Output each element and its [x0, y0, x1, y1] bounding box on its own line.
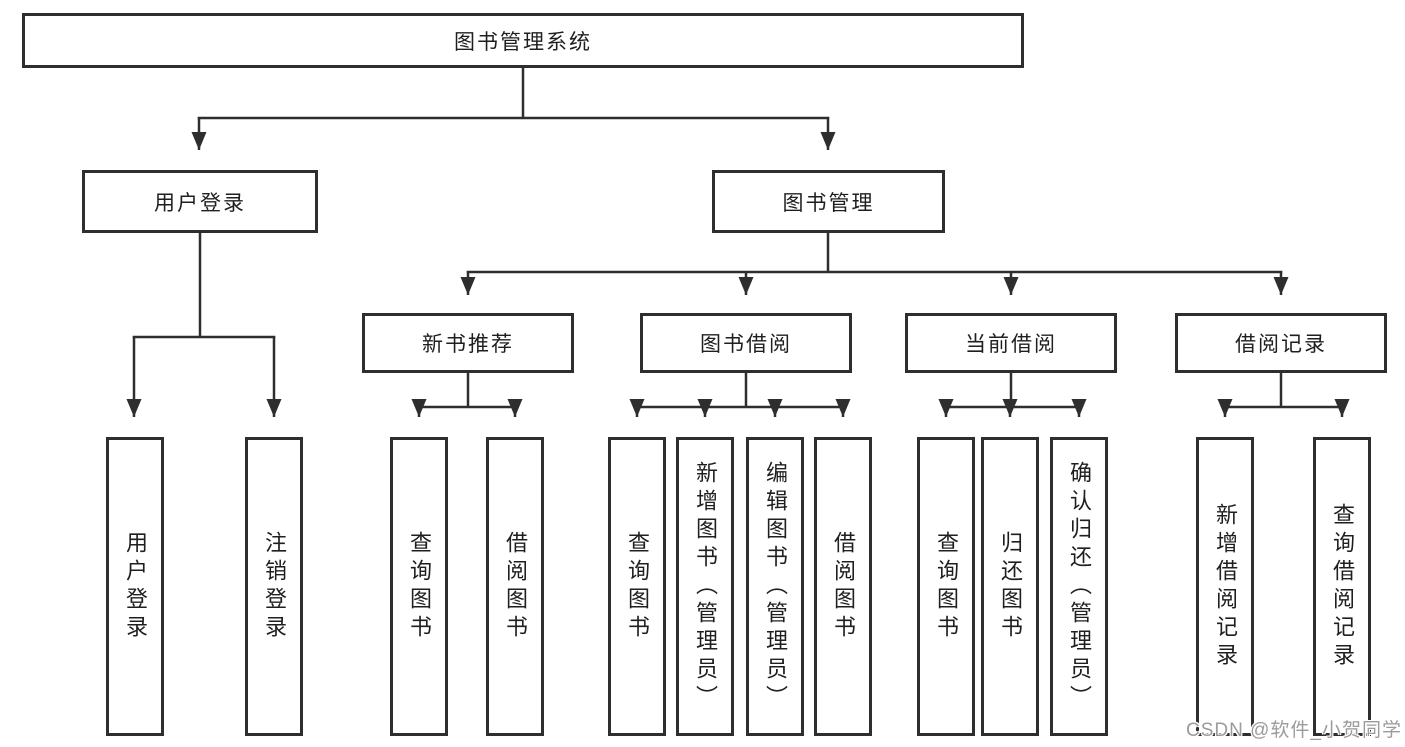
leaf-label: 归还图书 — [998, 530, 1023, 643]
leaf-label: 注销登录 — [262, 530, 287, 643]
node-label: 当前借阅 — [965, 333, 1057, 356]
leaf-label: 借阅图书 — [503, 530, 528, 643]
leaf-query-borrow-record: 查询借阅记录 — [1313, 437, 1371, 736]
node-borrowing-records: 借阅记录 — [1175, 313, 1387, 373]
node-user-login: 用户登录 — [82, 170, 318, 233]
node-library-management-system: 图书管理系统 — [22, 13, 1024, 68]
leaf-query-books-recommend: 查询图书 — [390, 437, 448, 736]
leaf-label: 查询图书 — [625, 530, 650, 643]
node-label: 图书管理 — [782, 191, 875, 215]
leaf-label: 用户登录 — [123, 530, 148, 643]
leaf-label: 编辑图书（管理员） — [763, 460, 788, 713]
leaf-confirm-return-admin: 确认归还（管理员） — [1050, 437, 1108, 736]
leaf-query-books-borrow: 查询图书 — [608, 437, 666, 736]
node-label: 借阅记录 — [1235, 333, 1327, 356]
node-label: 图书管理系统 — [454, 30, 592, 54]
node-current-borrowing: 当前借阅 — [905, 313, 1117, 373]
leaf-add-borrow-record: 新增借阅记录 — [1196, 437, 1254, 736]
leaf-label: 新增图书（管理员） — [693, 460, 718, 713]
leaf-borrow-books: 借阅图书 — [814, 437, 872, 736]
leaf-label: 确认归还（管理员） — [1067, 460, 1092, 713]
node-label: 用户登录 — [154, 191, 246, 215]
leaf-borrow-books-recommend: 借阅图书 — [486, 437, 544, 736]
node-label: 图书借阅 — [700, 333, 792, 356]
leaf-label: 查询借阅记录 — [1330, 502, 1355, 671]
node-book-management: 图书管理 — [712, 170, 945, 233]
leaf-user-login: 用户登录 — [106, 437, 164, 736]
leaf-label: 查询图书 — [407, 530, 432, 643]
leaf-query-books-current: 查询图书 — [917, 437, 975, 736]
leaf-label: 新增借阅记录 — [1213, 502, 1238, 671]
leaf-edit-book-admin: 编辑图书（管理员） — [746, 437, 804, 736]
node-book-borrowing: 图书借阅 — [640, 313, 852, 373]
leaf-label: 查询图书 — [934, 530, 959, 643]
csdn-watermark: CSDN @软件_小贺同学 — [1186, 720, 1402, 741]
leaf-label: 借阅图书 — [831, 530, 856, 643]
leaf-logout: 注销登录 — [245, 437, 303, 736]
node-label: 新书推荐 — [422, 333, 514, 356]
node-new-book-recommendation: 新书推荐 — [362, 313, 574, 373]
leaf-add-book-admin: 新增图书（管理员） — [676, 437, 734, 736]
leaf-return-book: 归还图书 — [981, 437, 1039, 736]
